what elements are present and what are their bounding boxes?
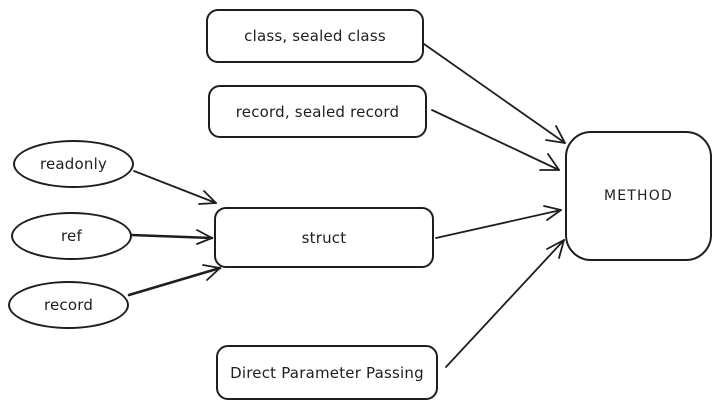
arrow-direct-to-method bbox=[445, 239, 565, 368]
arrow-ref-to-struct bbox=[129, 229, 214, 245]
arrow-record-class-to-method bbox=[431, 109, 560, 171]
node-ref: ref bbox=[11, 212, 132, 260]
node-method: METHOD bbox=[565, 131, 712, 261]
node-readonly-label: readonly bbox=[39, 155, 108, 173]
node-direct-parameter-passing: Direct Parameter Passing bbox=[216, 345, 438, 400]
node-ref-label: ref bbox=[61, 227, 82, 245]
arrow-class-to-method bbox=[423, 43, 566, 144]
node-readonly: readonly bbox=[13, 140, 134, 188]
node-direct-label: Direct Parameter Passing bbox=[230, 363, 424, 382]
arrow-readonly-to-struct bbox=[133, 170, 217, 205]
node-struct-label: struct bbox=[301, 228, 347, 247]
node-record: record bbox=[8, 281, 129, 329]
node-class-sealed-class: class, sealed class bbox=[206, 9, 424, 63]
arrow-record-to-struct bbox=[127, 264, 222, 297]
node-record-sealed-record: record, sealed record bbox=[208, 85, 427, 138]
node-struct: struct bbox=[214, 207, 434, 268]
node-method-label: METHOD bbox=[603, 188, 673, 204]
node-class-label: class, sealed class bbox=[244, 27, 386, 45]
node-record-label: record bbox=[43, 296, 94, 314]
arrow-struct-to-method bbox=[435, 205, 562, 239]
node-record-class-label: record, sealed record bbox=[235, 102, 400, 121]
